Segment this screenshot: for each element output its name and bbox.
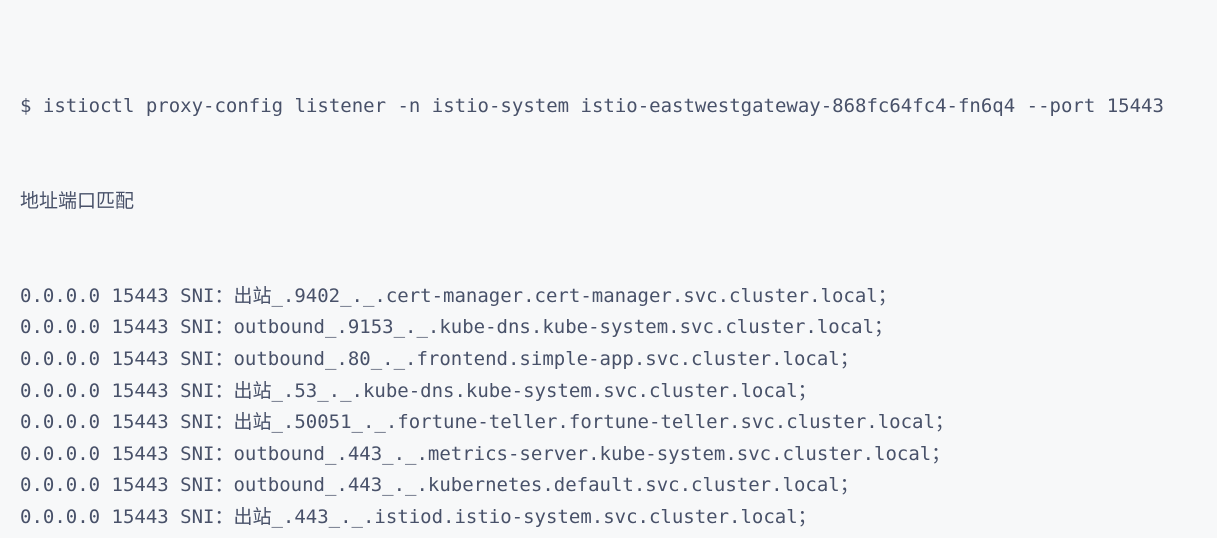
- listener-line: 0.0.0.0 15443 SNI：出站_.53_._.kube-dns.kub…: [20, 379, 817, 402]
- listener-line: 0.0.0.0 15443 SNI：outbound_.443_._.kuber…: [20, 474, 859, 497]
- listener-line: 0.0.0.0 15443 SNI：outbound_.80_._.fronte…: [20, 347, 859, 370]
- listener-line: 0.0.0.0 15443 SNI：outbound_.443_._.metri…: [20, 442, 951, 465]
- command-line: $ istioctl proxy-config listener -n isti…: [20, 95, 1164, 118]
- columns-header-line: 地址端口匹配: [20, 189, 135, 212]
- listener-line: 0.0.0.0 15443 SNI：出站_.443_._.istiod.isti…: [20, 505, 817, 528]
- listener-line: 0.0.0.0 15443 SNI：出站_.9402_._.cert-manag…: [20, 284, 897, 307]
- listener-line: 0.0.0.0 15443 SNI：出站_.443_._.cert-manage…: [20, 534, 1199, 538]
- listener-output-list: 0.0.0.0 15443 SNI：出站_.9402_._.cert-manag…: [20, 281, 1199, 538]
- listener-line: 0.0.0.0 15443 SNI：出站_.50051_._.fortune-t…: [20, 411, 954, 434]
- listener-line: 0.0.0.0 15443 SNI：outbound_.9153_._.kube…: [20, 316, 894, 339]
